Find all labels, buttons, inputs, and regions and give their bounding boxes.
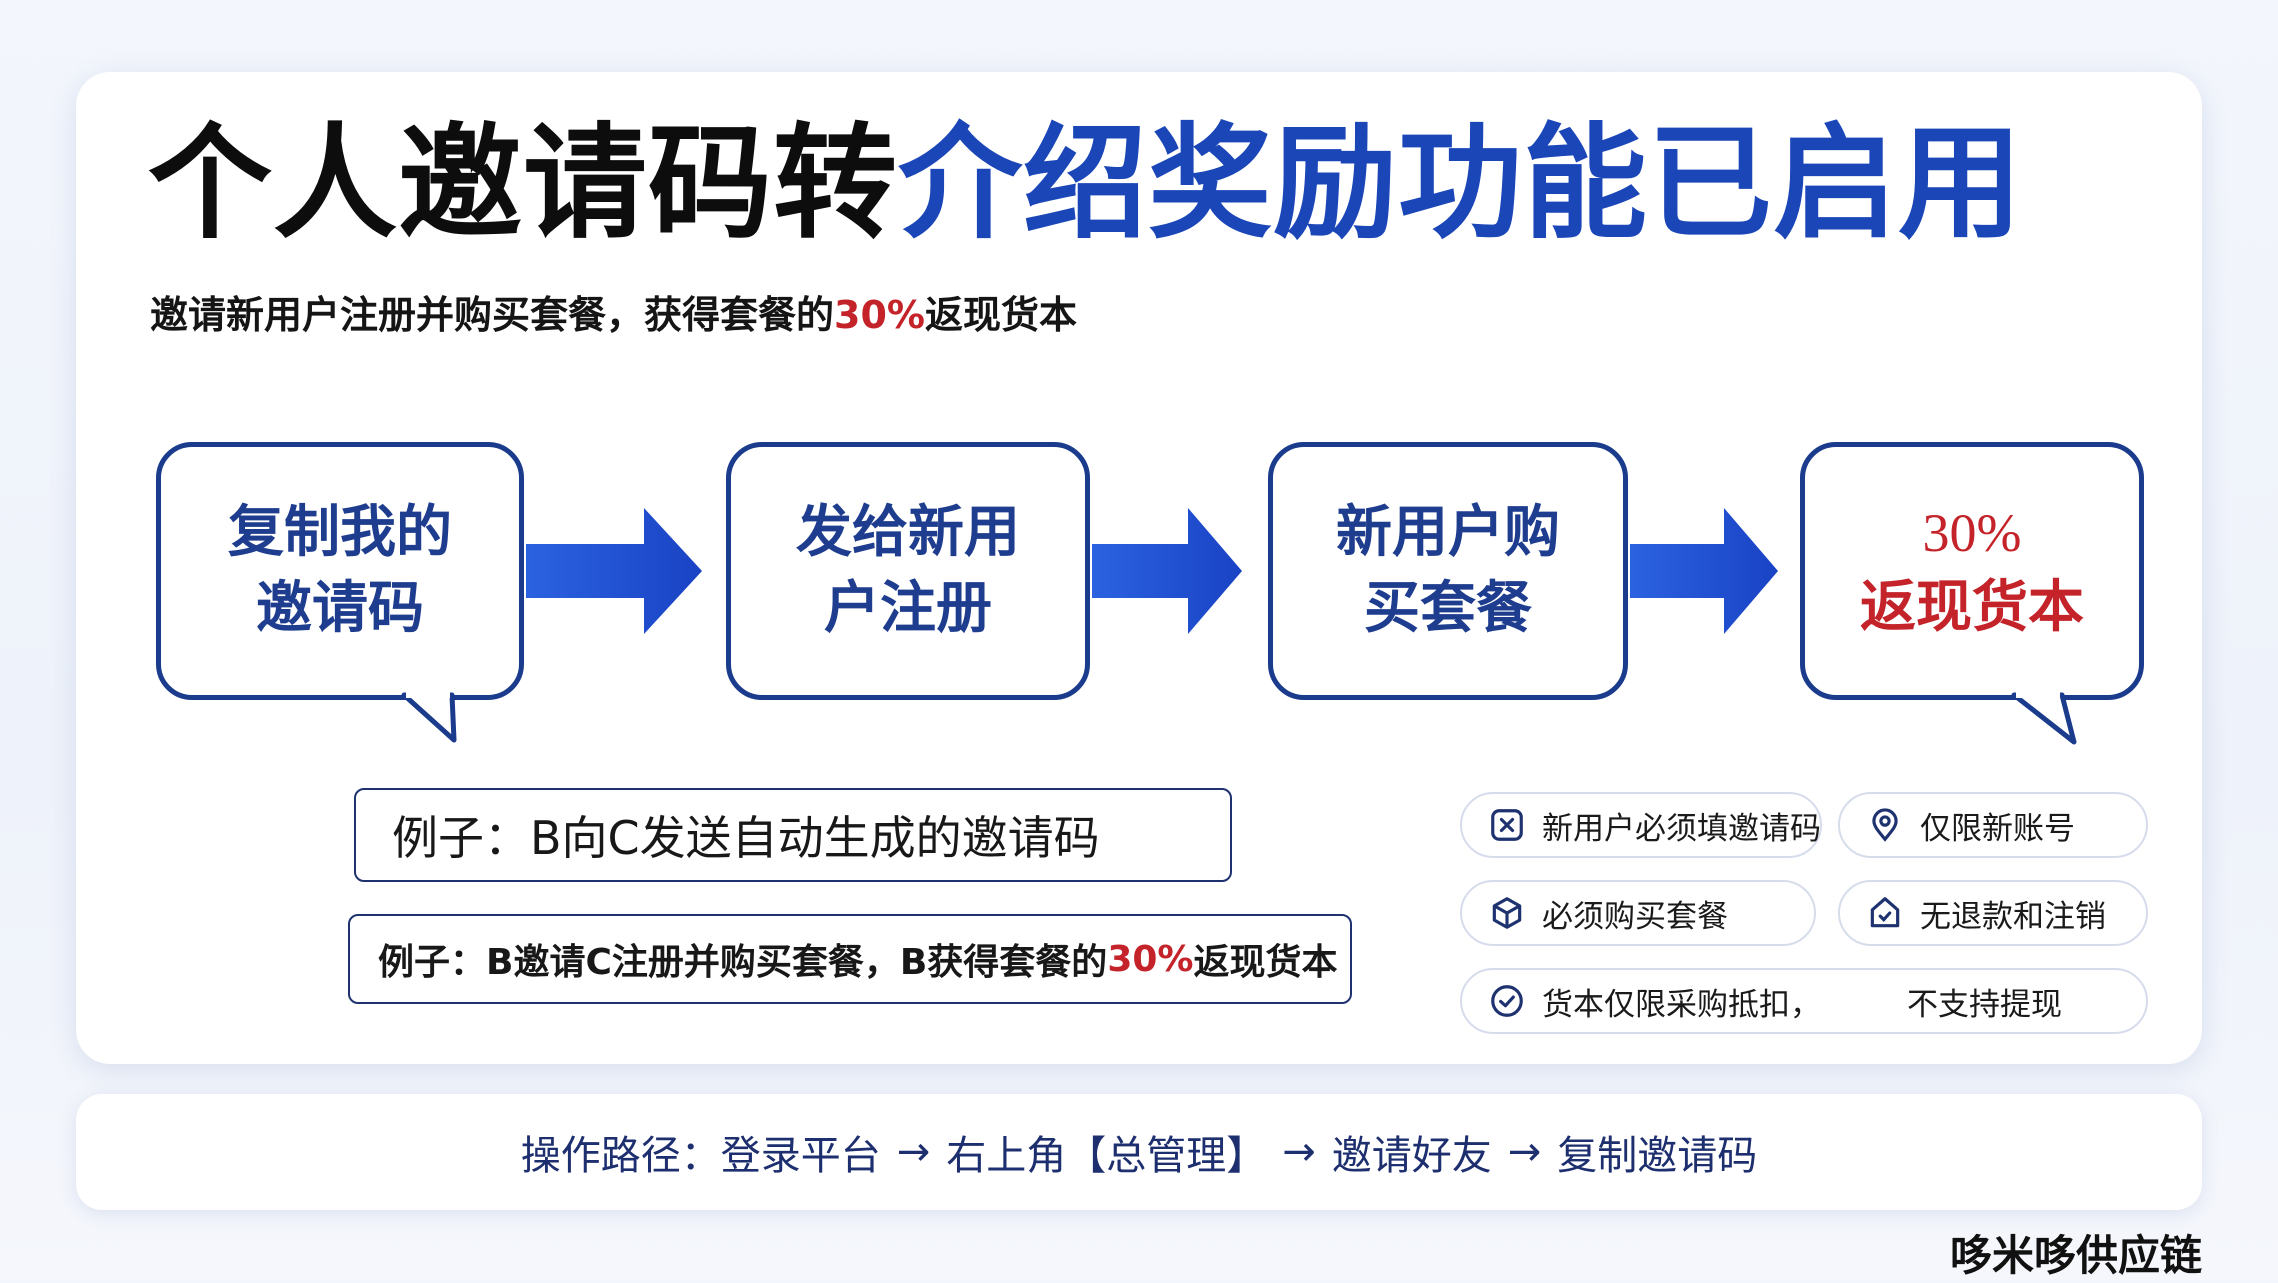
location-pin-icon bbox=[1872, 808, 1898, 842]
flow-step-cashback: 30% 返现货本 bbox=[1800, 442, 2144, 700]
example-text: 例子：B向C发送自动生成的邀请码 bbox=[392, 811, 1100, 865]
arrow-right-icon: → bbox=[1507, 1129, 1542, 1175]
flow-arrow-icon bbox=[526, 508, 702, 634]
flow-step-line: 发给新用 bbox=[796, 500, 1020, 566]
title-part-2: 介绍奖励功能已启用 bbox=[898, 112, 2024, 256]
path-step: 右上角【总管理】 bbox=[946, 1133, 1267, 1179]
subtitle-text: 邀请新用户注册并购买套餐，获得套餐的 bbox=[150, 293, 835, 337]
flow-step-line: 买套餐 bbox=[1364, 576, 1532, 641]
flow-step-send: 发给新用 户注册 bbox=[726, 442, 1090, 700]
path-step: 登录平台 bbox=[720, 1133, 881, 1179]
title-part-1: 个人邀请码转 bbox=[148, 112, 899, 256]
rule-label: 仅限新账号 bbox=[1920, 810, 2075, 847]
rule-label: 无退款和注销 bbox=[1920, 898, 2106, 935]
shield-house-icon bbox=[1870, 897, 1900, 928]
arrow-right-icon: → bbox=[1282, 1129, 1316, 1175]
page-title: 个人邀请码转介绍奖励功能已启用 bbox=[148, 110, 2023, 259]
path-step: 复制邀请码 bbox=[1557, 1133, 1758, 1179]
example-highlight: 30% bbox=[1107, 938, 1194, 980]
rule-new-account-only: 仅限新账号 bbox=[1838, 792, 2148, 858]
example-suffix: 返现货本 bbox=[1193, 942, 1338, 983]
flow-step-line: 邀请码 bbox=[256, 576, 424, 641]
rule-credit-purchase-only: 货本仅限采购抵扣， 不支持提现 bbox=[1460, 968, 2148, 1034]
subtitle-highlight: 30% bbox=[834, 293, 925, 337]
check-circle-icon bbox=[1491, 985, 1523, 1017]
flow-arrow-icon bbox=[1630, 508, 1778, 634]
close-box-icon bbox=[1491, 809, 1523, 841]
path-step: 邀请好友 bbox=[1331, 1133, 1492, 1179]
arrow-right-icon: → bbox=[896, 1129, 931, 1175]
flow-step-copy-code: 复制我的 邀请码 bbox=[156, 442, 524, 700]
example-box-1: 例子：B向C发送自动生成的邀请码 bbox=[354, 788, 1232, 882]
flow-step-line: 复制我的 bbox=[228, 500, 452, 566]
rule-label: 货本仅限采购抵扣， bbox=[1542, 986, 1821, 1023]
rule-no-refund: 无退款和注销 bbox=[1838, 880, 2148, 946]
operation-path-bar: 操作路径： 登录平台 → 右上角【总管理】 → 邀请好友 → 复制邀请码 bbox=[76, 1094, 2202, 1210]
package-icon bbox=[1492, 897, 1522, 929]
subtitle: 邀请新用户注册并购买套餐，获得套餐的30%返现货本 bbox=[150, 284, 1077, 339]
example-text: 例子：B邀请C注册并购买套餐，B获得套餐的 bbox=[378, 942, 1108, 983]
flow-arrow-icon bbox=[1092, 508, 1242, 634]
subtitle-suffix: 返现货本 bbox=[924, 293, 1077, 337]
rule-label: 新用户必须填邀请码 bbox=[1542, 810, 1821, 847]
flow-step-purchase: 新用户购 买套餐 bbox=[1268, 442, 1628, 700]
flow-step-line: 户注册 bbox=[824, 576, 992, 641]
brand-name: 哆米哆供应链 bbox=[1949, 1231, 2202, 1280]
rule-label: 不支持提现 bbox=[1907, 986, 2062, 1023]
path-label: 操作路径： bbox=[520, 1133, 721, 1179]
rule-must-buy-package: 必须购买套餐 bbox=[1460, 880, 1816, 946]
rule-label: 必须购买套餐 bbox=[1542, 898, 1728, 935]
speech-tail-icon bbox=[401, 692, 457, 743]
speech-tail-icon bbox=[2011, 692, 2077, 745]
flow-step-line: 返现货本 bbox=[1860, 574, 2084, 640]
rule-invite-code-required: 新用户必须填邀请码 bbox=[1460, 792, 1822, 858]
flow-step-line: 新用户购 bbox=[1336, 500, 1560, 566]
flow-step-highlight: 30% bbox=[1922, 502, 2022, 563]
